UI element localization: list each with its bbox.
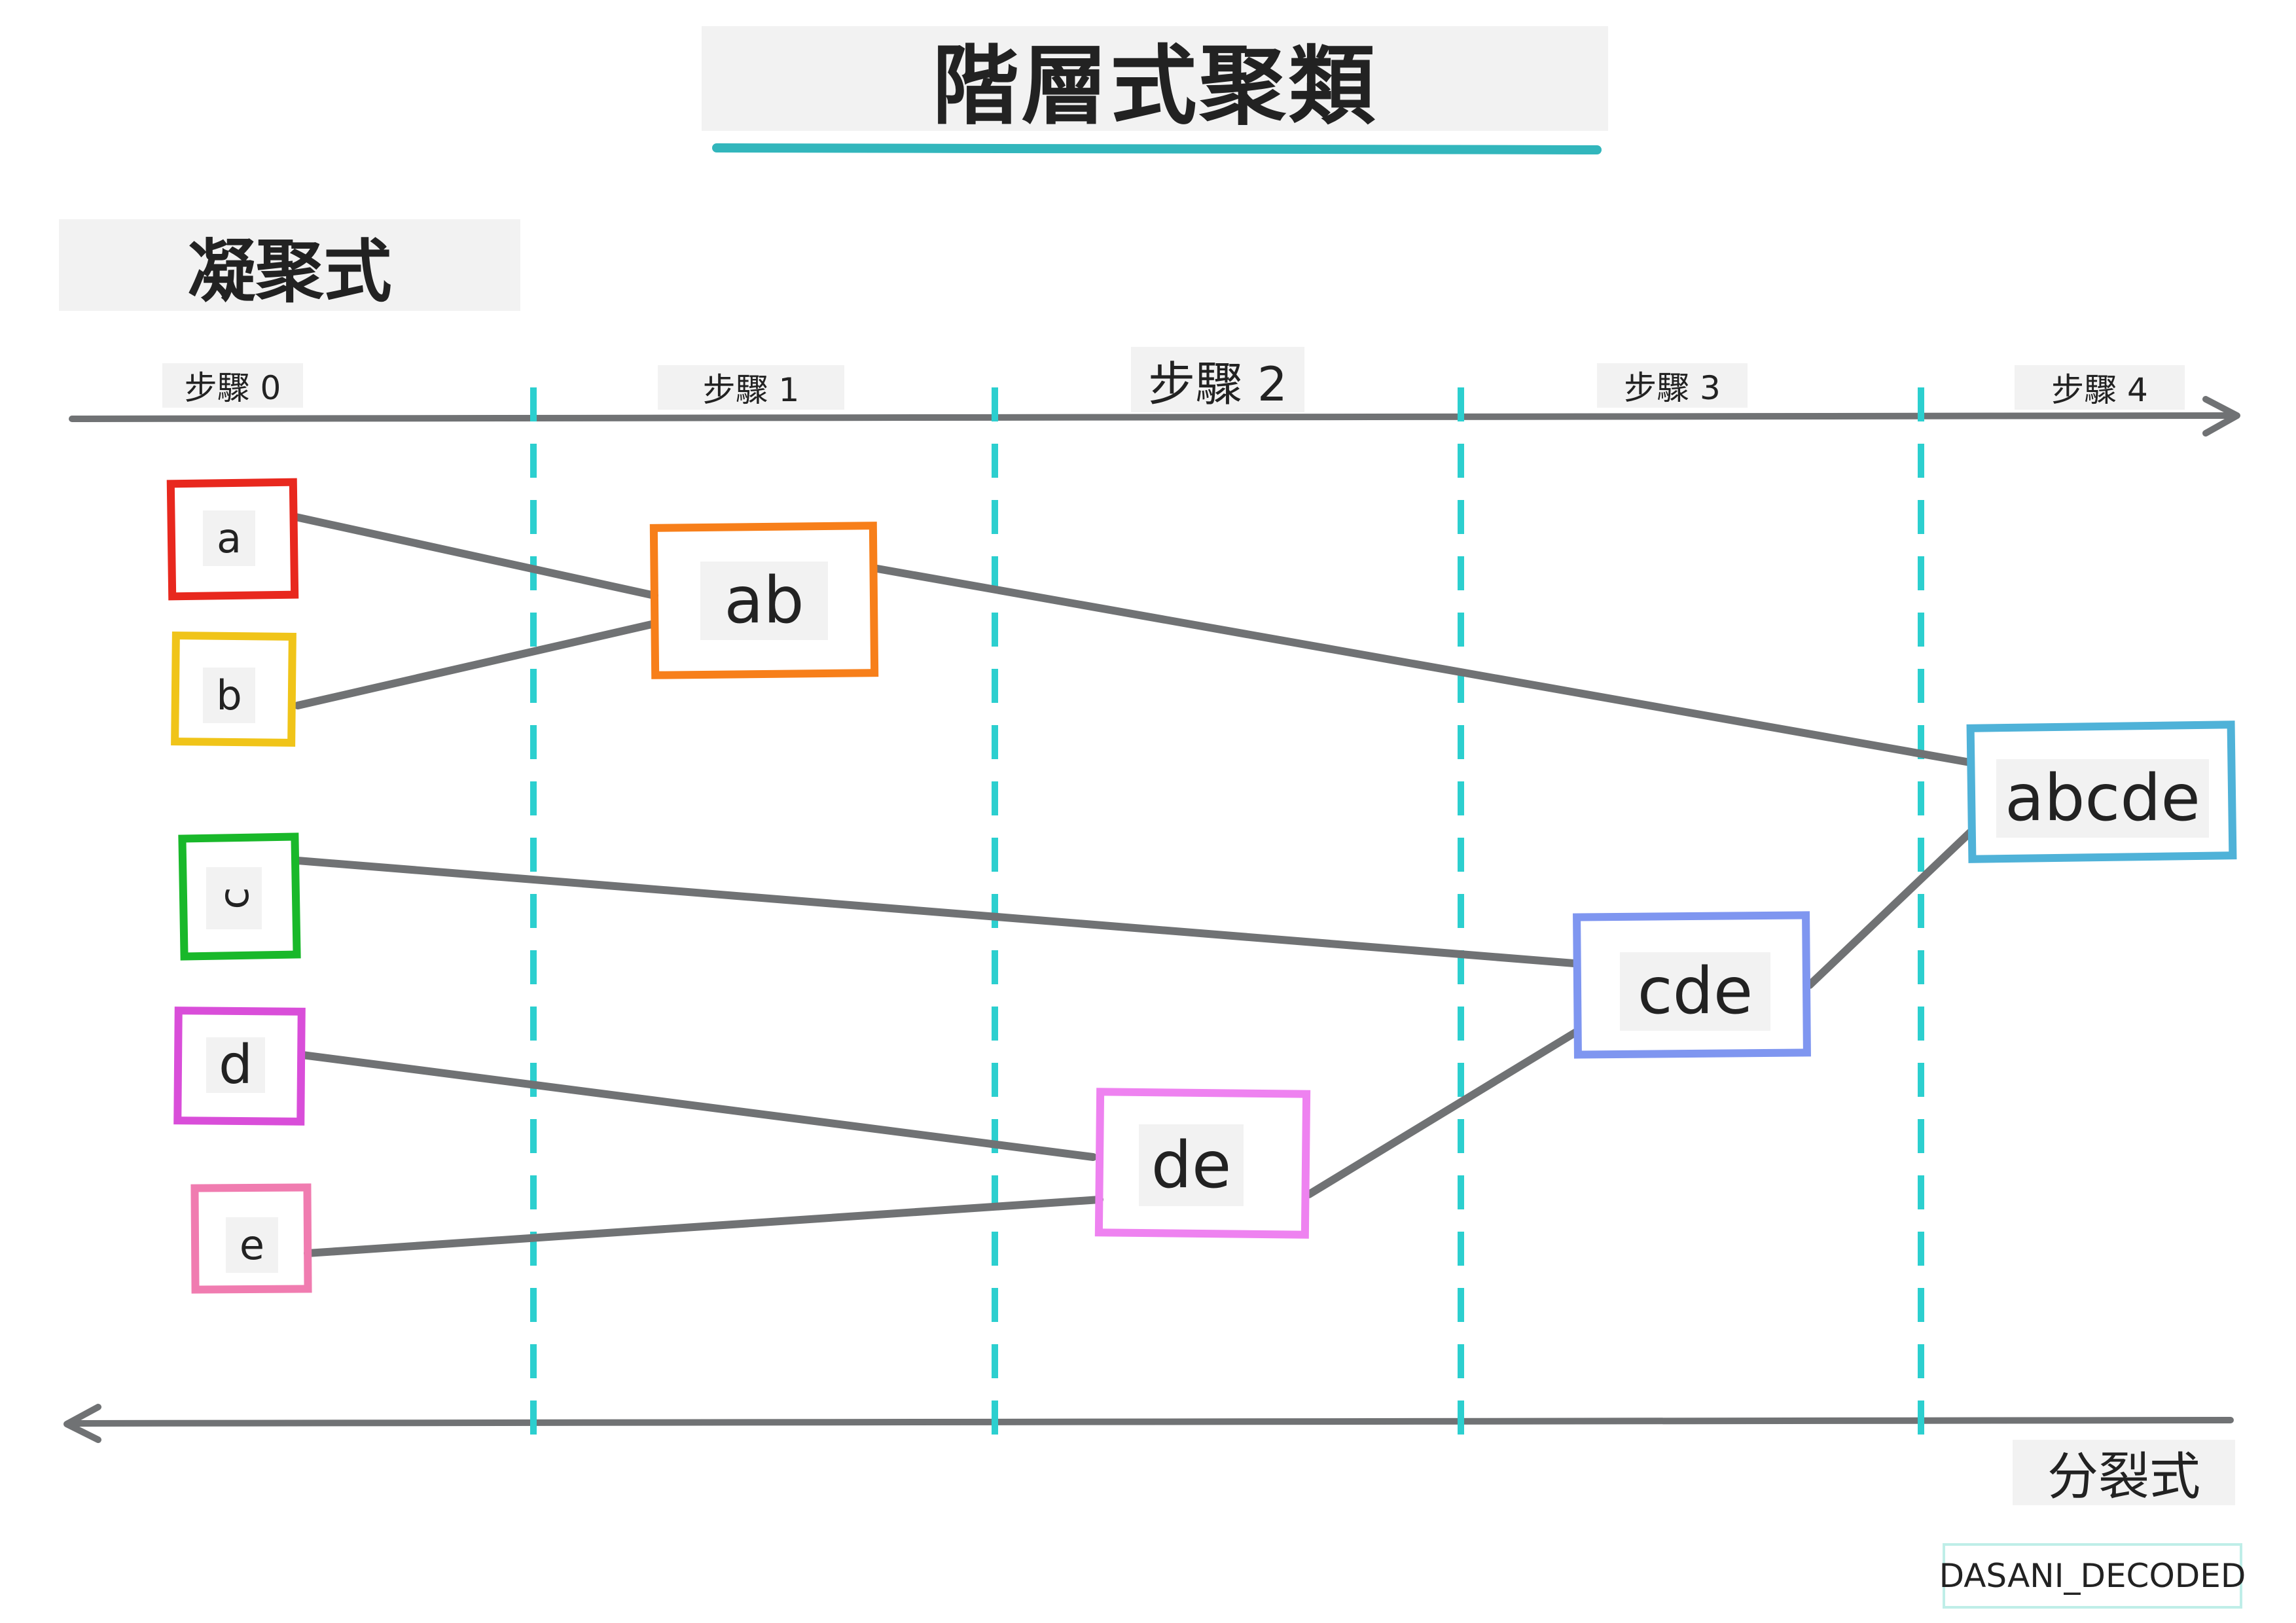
connector-b-ab [294, 620, 658, 709]
connector-ab-abcde [870, 564, 1974, 766]
node-de-box [1094, 1088, 1311, 1239]
node-abcde-label: abcde [1996, 759, 2209, 838]
connector-cde-abcde [1806, 829, 1974, 989]
node-abcde-box [1966, 721, 2237, 863]
divisive-arrowhead [63, 1404, 101, 1443]
step-label-4: 步驟 4 [2015, 365, 2185, 410]
credit-label: DASANI_DECODED [1939, 1543, 2246, 1609]
agglomerative-arrowhead [2202, 396, 2240, 437]
node-a-label: a [203, 510, 255, 566]
node-d-box [173, 1007, 306, 1126]
agglomerative-axis [69, 412, 2238, 422]
node-b-label: b [203, 668, 255, 723]
node-de-label: de [1139, 1124, 1244, 1206]
node-d-label: d [206, 1034, 265, 1096]
connector-c-cde [294, 857, 1578, 967]
connector-e-de [304, 1196, 1103, 1257]
node-ab-box [649, 522, 879, 679]
connector-d-de [298, 1051, 1097, 1161]
node-e-label: e [226, 1217, 278, 1273]
node-c-box [178, 832, 301, 961]
node-ab-label: ab [700, 562, 828, 640]
agglomerative-label: 凝聚式 [59, 219, 520, 312]
divisive-label: 分裂式 [2013, 1440, 2235, 1507]
connector-a-ab [292, 513, 658, 599]
step-label-0: 步驟 0 [162, 363, 303, 408]
node-e-box [190, 1183, 312, 1294]
node-c-label: c [206, 867, 262, 929]
diagram-title: 階層式聚類 [702, 26, 1608, 137]
node-a-box [166, 478, 299, 601]
node-cde-label: cde [1620, 952, 1770, 1031]
node-cde-box [1573, 911, 1811, 1059]
connector-de-cde [1305, 1028, 1580, 1198]
divisive-axis [65, 1417, 2234, 1427]
step-label-3: 步驟 3 [1597, 363, 1748, 408]
title-underline [712, 143, 1602, 154]
step-label-2: 步驟 2 [1131, 347, 1304, 412]
step-label-1: 步驟 1 [658, 365, 844, 410]
node-b-box [171, 632, 296, 747]
